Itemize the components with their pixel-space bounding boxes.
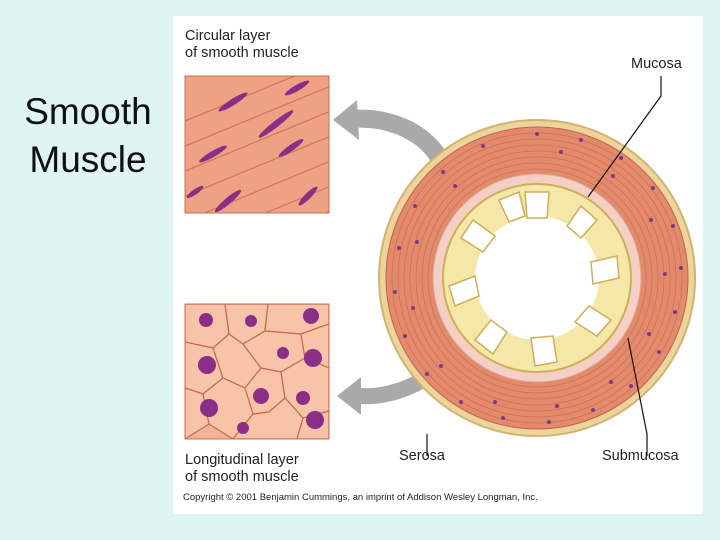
lumen <box>475 216 599 340</box>
circular-nuclei <box>186 80 318 213</box>
longitudinal-layer-label-line-1: Longitudinal layer <box>185 452 299 468</box>
intestine-cross-section <box>378 119 696 437</box>
leader-lines <box>426 76 662 456</box>
slide-title: Smooth Muscle <box>8 88 168 184</box>
copyright-notice: Copyright © 2001 Benjamin Cummings, an i… <box>183 492 538 503</box>
longitudinal-layer-label-line-2: of smooth muscle <box>185 469 299 485</box>
longitudinal-layer-inset <box>184 303 330 440</box>
circular-arrow <box>333 100 454 175</box>
serosa-label: Serosa <box>399 448 445 464</box>
figure-panel: Circular layer of smooth muscle Mucosa L… <box>173 16 703 514</box>
slide-title-line-2: Muscle <box>29 139 147 180</box>
circular-layer-label-line-2: of smooth muscle <box>185 45 299 61</box>
slide-title-line-1: Smooth <box>24 91 152 132</box>
circular-layer-label-line-1: Circular layer <box>185 28 271 44</box>
circular-layer-inset <box>184 75 330 214</box>
mucosa-label: Mucosa <box>631 56 682 72</box>
submucosa-label: Submucosa <box>602 448 679 464</box>
figure-illustration <box>184 75 696 456</box>
longitudinal-nuclei <box>198 308 324 434</box>
muscle-nuclei <box>393 132 683 424</box>
longitudinal-layer-label: Longitudinal layer of smooth muscle <box>185 452 299 486</box>
circular-layer-label: Circular layer of smooth muscle <box>185 28 299 62</box>
mucosal-folds <box>448 190 620 367</box>
